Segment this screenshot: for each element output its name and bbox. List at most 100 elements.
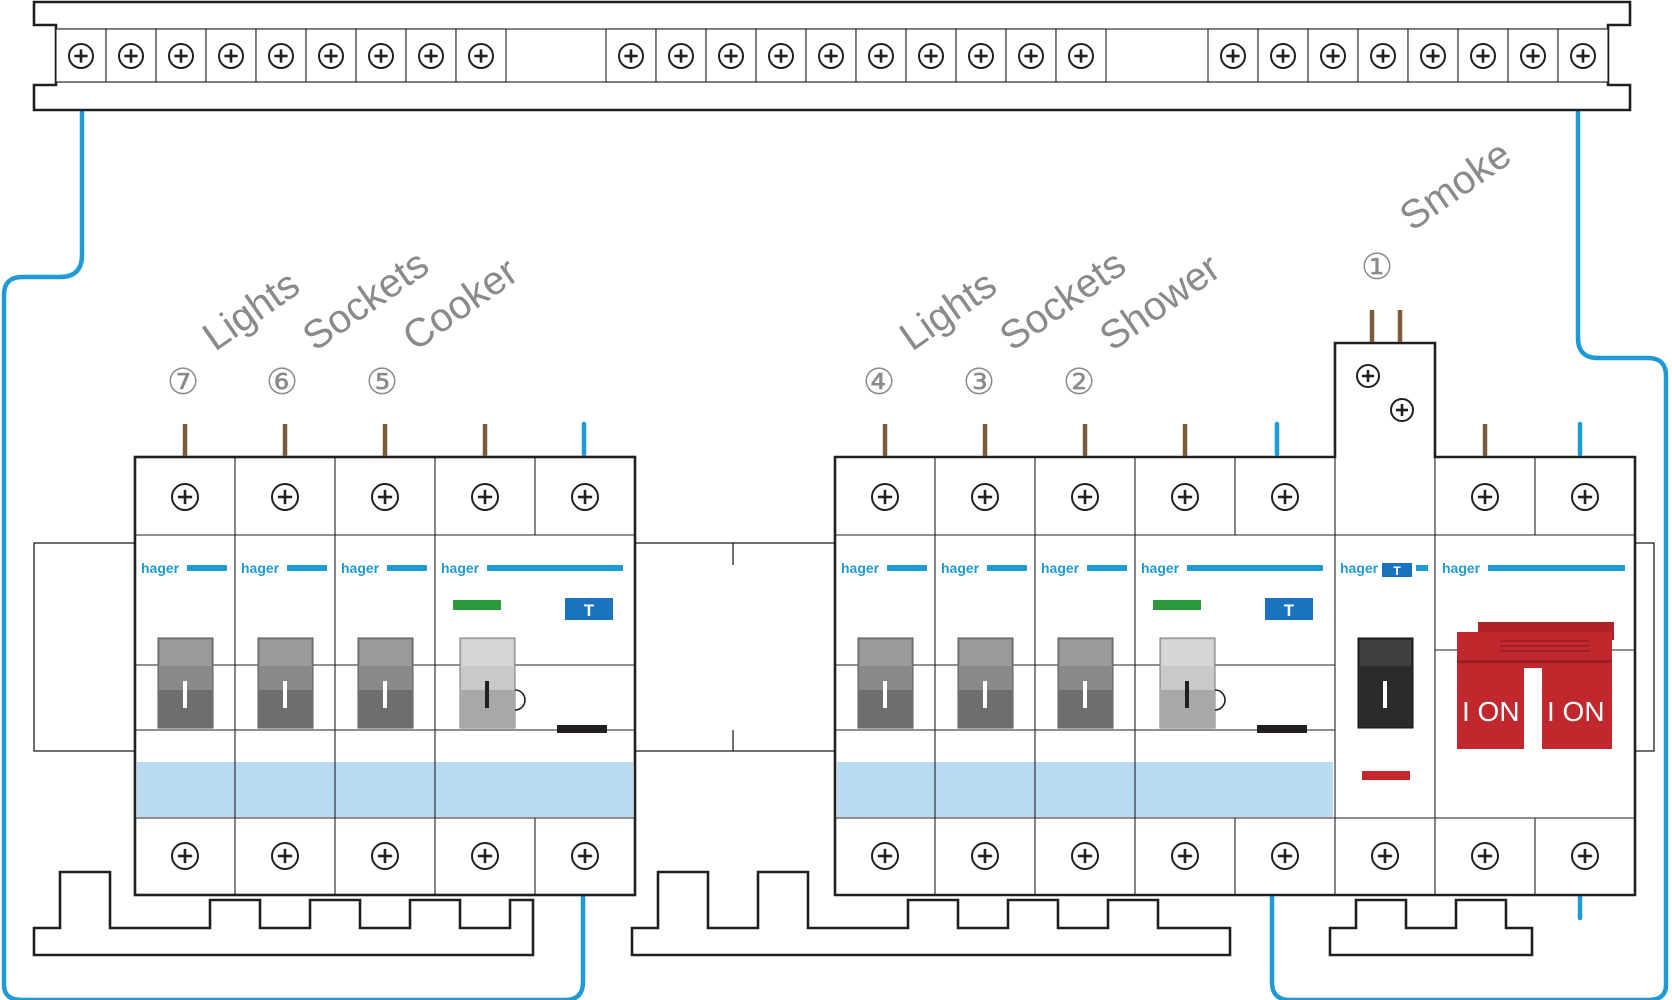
- right-bank: [833, 341, 1637, 897]
- neutral-wire-right: [1269, 107, 1669, 1000]
- brand-logo: hager: [1041, 560, 1080, 576]
- breaker-handle-icon[interactable]: [1057, 637, 1114, 729]
- terminal-screw-icon: [271, 842, 299, 870]
- terminal-screw-icon: [571, 483, 599, 511]
- main-switch-divider: [1524, 668, 1542, 749]
- brand-logo: hager: [441, 560, 480, 576]
- breaker-handle-icon[interactable]: [1357, 637, 1414, 729]
- terminal-screw-icon: [1220, 43, 1246, 69]
- indicator-red: [1362, 771, 1410, 780]
- neutral-bar-terminal: [255, 28, 307, 83]
- neutral-bar-terminal: [1507, 28, 1559, 83]
- terminal-screw-icon: [1471, 483, 1499, 511]
- neutral-bar-terminal: [405, 28, 457, 83]
- terminal-screw-icon: [718, 43, 744, 69]
- terminal-screw-icon: [371, 483, 399, 511]
- brand-logo: hager: [1340, 560, 1379, 576]
- test-label: T: [1284, 601, 1295, 620]
- neutral-bar-terminal: [55, 28, 107, 83]
- breaker-handle-icon[interactable]: [1159, 637, 1226, 729]
- test-button[interactable]: T: [1265, 598, 1313, 620]
- neutral-bar-terminal: [855, 28, 907, 83]
- terminal-screw-icon: [218, 43, 244, 69]
- neutral-bar-terminal: [805, 28, 857, 83]
- breaker-handle-icon[interactable]: [157, 637, 214, 729]
- breaker-handle-icon[interactable]: [257, 637, 314, 729]
- terminal-screw-icon: [1470, 43, 1496, 69]
- brand-logo: hager: [1442, 560, 1481, 576]
- terminal-screw-icon: [1320, 43, 1346, 69]
- terminal-screw-icon: [68, 43, 94, 69]
- circuit-number-7: ⑦: [167, 362, 199, 403]
- neutral-bar-terminal: [155, 28, 207, 83]
- test-button[interactable]: T: [1382, 563, 1412, 578]
- circuit-number-2: ②: [1063, 362, 1095, 403]
- terminal-screw-icon: [918, 43, 944, 69]
- neutral-bar-terminal: [205, 28, 257, 83]
- terminal-screw-icon: [571, 842, 599, 870]
- neutral-bar-terminal: [305, 28, 357, 83]
- neutral-wire-left: [1, 107, 586, 1000]
- labels: ⑦ ⑥ ⑤ ④ ③ ② ① Lights Sockets Cooker Ligh…: [167, 132, 1519, 403]
- left-busbar-band: [137, 762, 633, 817]
- neutral-bar-terminal: [1055, 28, 1107, 83]
- brand-logo: hager: [341, 560, 380, 576]
- terminal-screw-icon: [1520, 43, 1546, 69]
- busbars: [32, 870, 1534, 957]
- neutral-bar-terminal: [655, 28, 707, 83]
- busbar-right: [630, 870, 1232, 957]
- terminal-screw-icon: [868, 43, 894, 69]
- main-switch[interactable]: I ON I ON: [1457, 622, 1614, 749]
- main-switch-text-left: I ON: [1462, 696, 1520, 727]
- brand-logo: hager: [941, 560, 980, 576]
- main-switch-text-right: I ON: [1547, 696, 1605, 727]
- terminal-screw-icon: [1068, 43, 1094, 69]
- circuit-number-1: ①: [1361, 247, 1393, 288]
- neutral-bar-terminal: [355, 28, 407, 83]
- trip-bar: [557, 725, 607, 733]
- terminal-screw-icon: [118, 43, 144, 69]
- circuit-number-3: ③: [963, 362, 995, 403]
- terminal-screw-icon: [1356, 364, 1380, 388]
- neutral-bar-terminal: [105, 28, 157, 83]
- terminal-screw-icon: [1171, 483, 1199, 511]
- neutral-bar-terminal: [1005, 28, 1057, 83]
- terminal-screw-icon: [168, 43, 194, 69]
- neutral-bar-terminal: [455, 28, 507, 83]
- neutral-bar: [32, 0, 1632, 112]
- circuit-number-6: ⑥: [266, 362, 298, 403]
- breaker-handle-icon[interactable]: [857, 637, 914, 729]
- test-label: T: [584, 601, 595, 620]
- busbar-main: [1328, 898, 1534, 957]
- terminal-screw-icon: [1390, 398, 1414, 422]
- terminal-screw-icon: [871, 842, 899, 870]
- test-button[interactable]: T: [565, 598, 613, 620]
- circuit-label-lights-left: Lights: [195, 262, 308, 359]
- terminal-screw-icon: [171, 483, 199, 511]
- terminal-screw-icon: [1171, 842, 1199, 870]
- terminal-screw-icon: [1571, 842, 1599, 870]
- terminal-screw-icon: [971, 483, 999, 511]
- terminal-screw-icon: [1270, 43, 1296, 69]
- neutral-bar-terminal: [1257, 28, 1309, 83]
- breaker-handle-icon[interactable]: [357, 637, 414, 729]
- terminal-screw-icon: [1571, 483, 1599, 511]
- terminal-screw-icon: [318, 43, 344, 69]
- terminal-screw-icon: [1018, 43, 1044, 69]
- terminal-screw-icon: [668, 43, 694, 69]
- breaker-handle-icon[interactable]: [459, 637, 526, 729]
- terminal-screw-icon: [1471, 842, 1499, 870]
- brand-logo: hager: [241, 560, 280, 576]
- neutral-bar-terminal: [1407, 28, 1459, 83]
- indicator-green: [1153, 600, 1201, 610]
- circuit-number-5: ⑤: [366, 362, 398, 403]
- circuit-number-4: ④: [863, 362, 895, 403]
- neutral-bar-terminal: [1557, 28, 1609, 83]
- terminal-screw-icon: [818, 43, 844, 69]
- breaker-handle-icon[interactable]: [957, 637, 1014, 729]
- terminal-screw-icon: [1271, 842, 1299, 870]
- terminal-screw-icon: [268, 43, 294, 69]
- terminal-screw-icon: [1420, 43, 1446, 69]
- circuit-label-smoke: Smoke: [1392, 132, 1519, 239]
